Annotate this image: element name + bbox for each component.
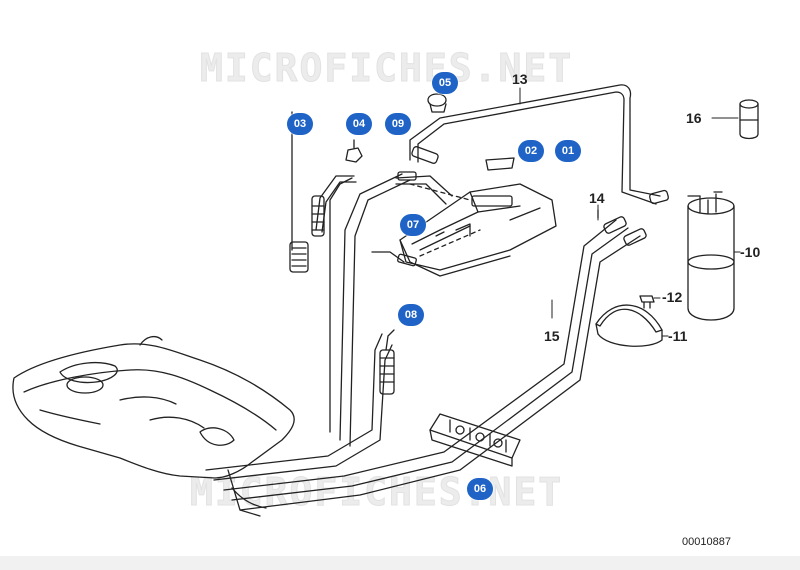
bottom-strip — [0, 556, 800, 570]
strap-02-drawing — [485, 157, 515, 171]
hotspot-04-button[interactable]: 04 — [346, 113, 372, 135]
exploded-view-drawing — [12, 84, 759, 517]
hotspot-02-button[interactable]: 02 — [518, 140, 544, 162]
part-number-15: 15 — [544, 328, 560, 344]
clip-05-drawing — [427, 93, 447, 113]
diagram-code: 00010887 — [682, 536, 731, 548]
clip-block-06-drawing — [429, 413, 521, 467]
hotspot-06-button[interactable]: 06 — [467, 478, 493, 500]
clamp-11-drawing — [595, 304, 663, 347]
hotspot-07-button[interactable]: 07 — [400, 214, 426, 236]
hotspot-08-button[interactable]: 08 — [398, 304, 424, 326]
part-number-13: 13 — [512, 71, 528, 87]
leader-lines — [519, 87, 741, 337]
part-number-16: 16 — [686, 110, 702, 126]
hotspot-05-button[interactable]: 05 — [432, 72, 458, 94]
watermark-top: MICROFICHES.NET — [199, 46, 574, 91]
canister-hoses-drawing — [371, 171, 481, 267]
main-fuel-lines — [205, 173, 641, 511]
hose-08-drawing — [379, 329, 395, 395]
bolt-12-drawing — [639, 295, 655, 309]
hotspot-01-button[interactable]: 01 — [555, 140, 581, 162]
part-number-11: -11 — [668, 328, 688, 344]
hotspot-09-button[interactable]: 09 — [385, 113, 411, 135]
nut-04-drawing — [345, 139, 363, 163]
pipe-13-drawing — [409, 84, 669, 205]
hotspot-03-button[interactable]: 03 — [287, 113, 313, 135]
part-number-12: -12 — [662, 289, 683, 305]
part-number-14: 14 — [589, 190, 605, 206]
fuel-tank-drawing — [12, 335, 295, 517]
charcoal-canister-drawing — [399, 183, 557, 277]
parts-diagram-canvas: MICROFICHES.NET MICROFICHES.NET — [0, 0, 800, 556]
fuel-filter-drawing — [687, 191, 735, 321]
hose-03-drawing — [289, 111, 357, 273]
watermark-bottom: MICROFICHES.NET — [189, 470, 564, 515]
cap-16-drawing — [739, 99, 759, 140]
part-number-10: -10 — [740, 244, 761, 260]
